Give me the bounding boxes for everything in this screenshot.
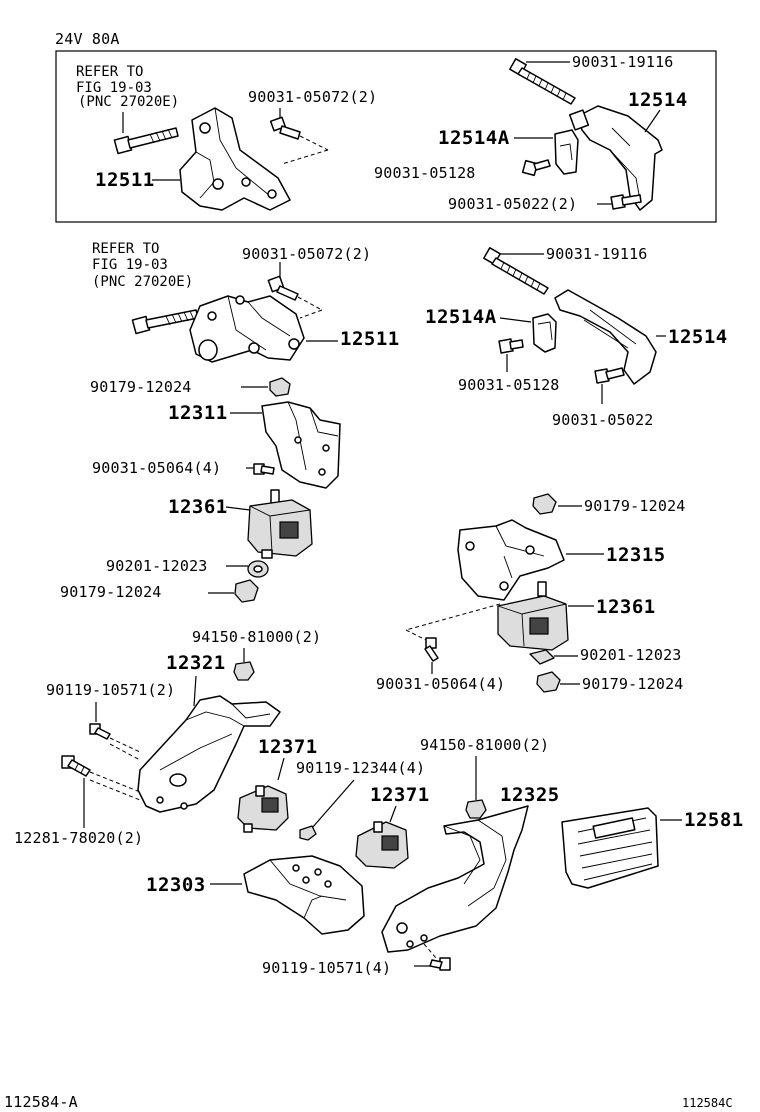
- bolt-90119-10571-b: [414, 943, 451, 971]
- main-label-90119-12344: 90119-12344(4): [296, 759, 425, 777]
- inset-label-12514: 12514: [628, 89, 688, 111]
- main-bolt-05072: [267, 262, 323, 319]
- inset-label-12511: 12511: [95, 169, 155, 191]
- main-label-12581: 12581: [684, 809, 744, 831]
- nut-90179-d: [536, 671, 580, 693]
- mount-12361-a: [225, 489, 313, 559]
- main-label-12514A: 12514A: [425, 306, 497, 328]
- inset-label-90031-19116: 90031-19116: [572, 53, 674, 71]
- main-refer-line1: REFER TO: [92, 241, 159, 257]
- main-label-90201-12023-a: 90201-12023: [106, 557, 208, 575]
- washer-90201-a: [226, 560, 269, 578]
- inset-label-90031-05072: 90031-05072(2): [248, 88, 377, 106]
- shield-12581: [561, 807, 682, 889]
- main-label-90179-12024-b: 90179-12024: [60, 583, 162, 601]
- bolt-90031-05064-b: [405, 603, 501, 674]
- inset-refer-line1: REFER TO: [76, 64, 143, 80]
- main-refer-line3: (PNC 27020E): [92, 274, 193, 290]
- inset-bolt-19116: [509, 58, 576, 105]
- inset-frame: [55, 50, 717, 223]
- spec-label: 24V 80A: [55, 30, 120, 48]
- main-label-12315: 12315: [606, 544, 666, 566]
- nut-90179-c: [532, 493, 582, 515]
- mount-12371-b: [355, 805, 409, 869]
- inset-label-90031-05128: 90031-05128: [374, 164, 476, 182]
- nut-90179-b: [208, 579, 259, 603]
- main-label-90201-12023-b: 90201-12023: [580, 646, 682, 664]
- main-label-90031-19116: 90031-19116: [546, 245, 648, 263]
- main-label-12371-a: 12371: [258, 736, 318, 758]
- inset-bolt-05022: [597, 194, 642, 210]
- main-label-12325: 12325: [500, 784, 560, 806]
- inset-box: REFER TO FIG 19-03 (PNC 27020E): [55, 50, 717, 223]
- inset-bracket-12511: [152, 107, 291, 211]
- plate-12303: [210, 855, 365, 935]
- main-label-90119-10571-a: 90119-10571(2): [46, 681, 175, 699]
- inset-refer-line3: (PNC 27020E): [78, 94, 179, 110]
- inset-bolt-05072: [269, 108, 329, 165]
- inset-label-12514A: 12514A: [438, 127, 510, 149]
- nut-94150-a: [233, 648, 255, 681]
- mount-12371-a: [237, 757, 289, 833]
- inset-bracket-12514: [568, 105, 663, 211]
- washer-90201-b: [529, 649, 578, 665]
- main-label-90031-05064-b: 90031-05064(4): [376, 675, 505, 693]
- inset-refer-line2: FIG 19-03: [76, 80, 152, 96]
- bolt-90119-10571-a: [89, 702, 141, 761]
- main-label-12361-a: 12361: [168, 496, 228, 518]
- footer-left-code: 112584-A: [4, 1093, 78, 1111]
- main-bracket-12511: [189, 295, 338, 363]
- main-label-12514: 12514: [668, 326, 728, 348]
- main-label-90031-05022: 90031-05022: [552, 411, 654, 429]
- main-label-90031-05128: 90031-05128: [458, 376, 560, 394]
- main-label-12371-b: 12371: [370, 784, 430, 806]
- main-label-12303: 12303: [146, 874, 206, 896]
- main-label-90179-12024-c: 90179-12024: [584, 497, 686, 515]
- main-refer-line2: FIG 19-03: [92, 257, 168, 273]
- main-bolt-05128: [498, 338, 524, 372]
- nut-94150-b: [465, 756, 487, 819]
- main-bolt-long: [131, 309, 199, 335]
- main-bracket-12514: [554, 289, 666, 385]
- inset-bolt-long: [113, 112, 179, 155]
- footer-right-code: 112584C: [682, 1096, 733, 1110]
- main-bolt-19116: [483, 247, 549, 295]
- mount-12361-b: [497, 581, 594, 651]
- main-label-12511: 12511: [340, 328, 400, 350]
- main-label-90179-12024-d: 90179-12024: [582, 675, 684, 693]
- main-label-94150-81000-a: 94150-81000(2): [192, 628, 321, 646]
- main-label-12281-78020: 12281-78020(2): [14, 829, 143, 847]
- bolt-90119-12344: [299, 779, 355, 841]
- nut-90179-a: [241, 377, 291, 397]
- main-bolt-05022: [594, 367, 625, 404]
- main-clip-12514a: [499, 313, 557, 353]
- main-label-90119-10571-b: 90119-10571(4): [262, 959, 391, 977]
- bracket-12321: [137, 675, 281, 813]
- bracket-12325: [381, 805, 529, 953]
- inset-clip-12514a: [514, 129, 579, 175]
- inset-label-90031-05022: 90031-05022(2): [448, 195, 577, 213]
- main-label-90031-05072: 90031-05072(2): [242, 245, 371, 263]
- bolt-12281-78020: [61, 755, 141, 828]
- main-label-90031-05064-a: 90031-05064(4): [92, 459, 221, 477]
- bracket-12315: [457, 519, 604, 601]
- main-label-94150-81000-b: 94150-81000(2): [420, 736, 549, 754]
- main-label-90179-12024-a: 90179-12024: [90, 378, 192, 396]
- inset-bolt-05128: [521, 159, 551, 177]
- bracket-12311: [230, 401, 341, 489]
- main-label-12321: 12321: [166, 652, 226, 674]
- bolt-90031-05064-a: [246, 463, 275, 475]
- main-label-12311: 12311: [168, 402, 228, 424]
- main-label-12361-b: 12361: [596, 596, 656, 618]
